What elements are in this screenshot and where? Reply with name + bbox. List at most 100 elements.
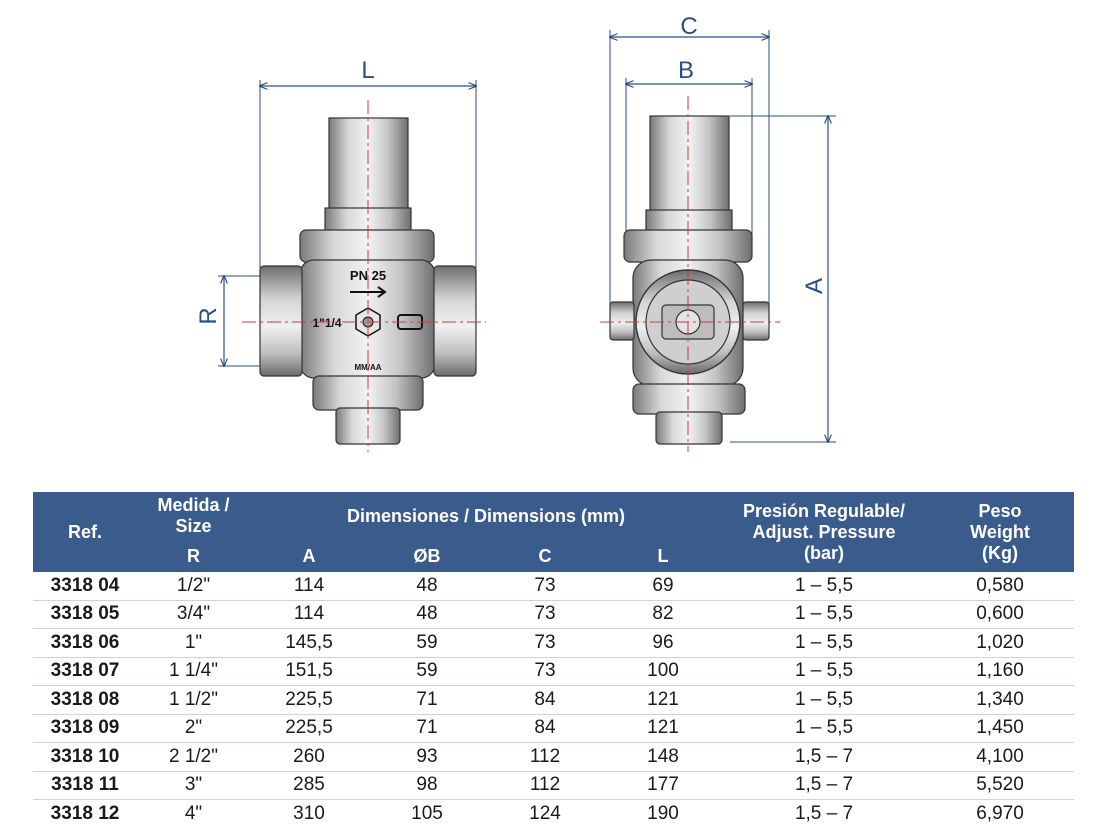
cell-size: 1 1/4"	[137, 657, 250, 686]
dimension-label-a: A	[801, 278, 828, 294]
cell-l: 177	[604, 771, 722, 800]
cell-ref: 3318 09	[33, 714, 137, 743]
cell-size: 3/4"	[137, 600, 250, 629]
cell-l: 100	[604, 657, 722, 686]
header-dimensions: Dimensiones / Dimensions (mm)	[250, 492, 722, 540]
header-pressure: Presión Regulable/Adjust. Pressure(bar)	[722, 492, 926, 572]
cell-pressure: 1 – 5,5	[722, 600, 926, 629]
cell-l: 96	[604, 628, 722, 658]
cell-a: 285	[250, 771, 368, 800]
cell-c: 112	[486, 742, 604, 772]
marking-size: 1"1/4	[312, 316, 341, 330]
cell-pressure: 1,5 – 7	[794, 802, 854, 824]
marking-bottom: MM/AA	[354, 363, 381, 372]
cell-pressure: 1 – 5,5	[722, 628, 926, 658]
cell-size: 2"	[137, 714, 250, 743]
cell-weight: 0,600	[926, 600, 1074, 629]
header-col-a: A	[250, 540, 368, 572]
outlet-port	[433, 265, 477, 377]
specifications-table: Ref. Medida /Size Dimensiones / Dimensio…	[33, 492, 1074, 828]
header-col-b: ØB	[368, 540, 486, 572]
dimension-label-l: L	[361, 57, 374, 84]
cell-a: 114	[250, 600, 368, 629]
cell-l: 190	[647, 802, 679, 824]
cell-size: 1"	[137, 628, 250, 658]
cell-size: 1/2"	[137, 572, 250, 601]
cell-ref: 3318 11	[33, 771, 137, 800]
side-view: C B A	[600, 13, 836, 452]
gauge-stub-left	[609, 301, 635, 341]
cell-l: 121	[604, 685, 722, 715]
cell-weight: 5,520	[926, 771, 1074, 800]
cell-size: 1 1/2"	[137, 685, 250, 715]
cell-pressure: 1 – 5,5	[722, 657, 926, 686]
cell-size: 2 1/2"	[137, 742, 250, 772]
dimension-label-b: B	[678, 57, 694, 84]
cell-a: 260	[250, 742, 368, 772]
cell-size: 4"	[184, 802, 203, 824]
cell-c: 124	[529, 802, 561, 824]
dimension-label-c: C	[680, 13, 697, 40]
cell-b: 59	[368, 657, 486, 686]
cell-c: 73	[486, 657, 604, 686]
cell-b: 71	[368, 685, 486, 715]
cell-l: 82	[604, 600, 722, 629]
flow-arrow-icon	[350, 286, 387, 298]
cell-b: 98	[368, 771, 486, 800]
cell-weight: 1,340	[926, 685, 1074, 715]
header-col-l: L	[604, 540, 722, 572]
technical-drawing: L R PN 25 1"1/4 MM/AA C	[195, 13, 836, 452]
cell-weight: 4,100	[926, 742, 1074, 772]
header-col-c: C	[486, 540, 604, 572]
cell-c: 112	[486, 771, 604, 800]
cell-ref: 3318 08	[33, 685, 137, 715]
cell-weight: 1,160	[926, 657, 1074, 686]
cell-pressure: 1 – 5,5	[722, 714, 926, 743]
cell-a: 225,5	[250, 714, 368, 743]
side-bottom-cap	[632, 383, 746, 415]
cell-l: 148	[604, 742, 722, 772]
cell-pressure: 1,5 – 7	[722, 771, 926, 800]
front-view: L R PN 25 1"1/4 MM/AA	[195, 57, 486, 452]
header-size-r: R	[137, 540, 250, 572]
cell-ref: 3318 05	[33, 600, 137, 629]
cell-a: 310	[293, 802, 325, 824]
cell-c: 73	[486, 600, 604, 629]
side-drain-plug	[655, 411, 723, 445]
gauge-stub-right	[742, 301, 770, 341]
cell-weight: 1,020	[926, 628, 1074, 658]
cell-pressure: 1 – 5,5	[722, 685, 926, 715]
cell-ref: 3318 12	[50, 802, 120, 824]
dimension-label-r: R	[195, 307, 222, 324]
cell-c: 73	[486, 628, 604, 658]
cell-ref: 3318 07	[33, 657, 137, 686]
cell-b: 71	[368, 714, 486, 743]
cell-a: 114	[250, 572, 368, 601]
cell-weight: 1,450	[926, 714, 1074, 743]
cell-b: 48	[368, 600, 486, 629]
cell-b: 59	[368, 628, 486, 658]
cell-ref: 3318 10	[33, 742, 137, 772]
side-bonnet-nut	[645, 209, 733, 233]
cell-size: 3"	[137, 771, 250, 800]
cell-a: 151,5	[250, 657, 368, 686]
cell-l: 69	[604, 572, 722, 601]
cell-b: 93	[368, 742, 486, 772]
cell-c: 84	[486, 714, 604, 743]
cell-c: 84	[486, 685, 604, 715]
cell-ref: 3318 06	[33, 628, 137, 658]
cell-weight: 6,970	[976, 802, 1024, 824]
inlet-port	[259, 265, 303, 377]
cell-l: 121	[604, 714, 722, 743]
cell-a: 145,5	[250, 628, 368, 658]
